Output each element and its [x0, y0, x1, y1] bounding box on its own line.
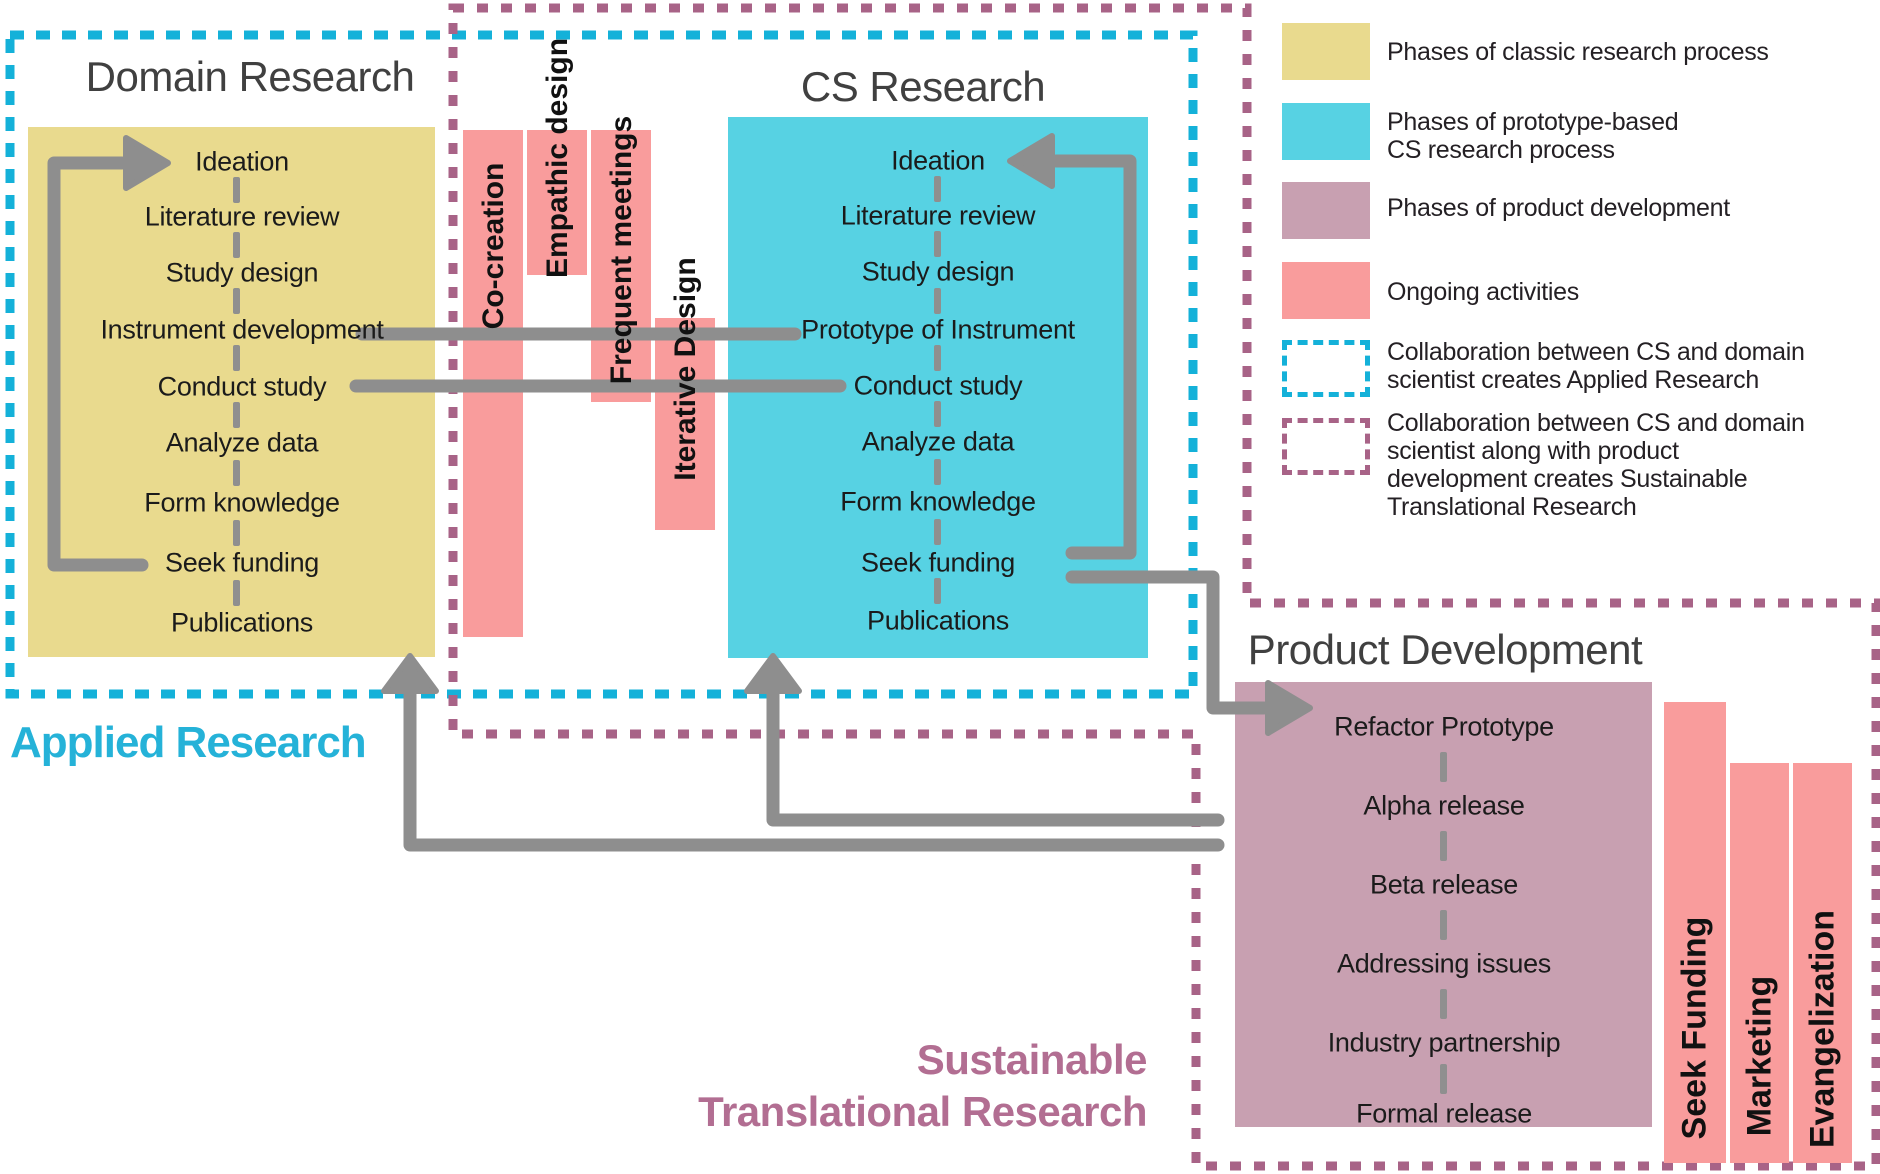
domain-phase: Form knowledge — [144, 487, 340, 518]
domain-loop-arrowhead-icon — [123, 135, 171, 191]
legend-label-sustainable-boundary: Collaboration between CS and domain scie… — [1387, 409, 1805, 521]
domain-phase: Literature review — [144, 201, 340, 232]
applied-research-boundary — [5, 30, 1198, 699]
legend-swatch-ongoing — [1282, 262, 1370, 319]
domain-phase: Conduct study — [157, 371, 327, 402]
cs-phase: Publications — [867, 605, 1009, 636]
legend-swatch-product — [1282, 182, 1370, 239]
legend-label-applied-boundary: Collaboration between CS and domain scie… — [1387, 338, 1805, 394]
feedback-to-cs-line — [766, 681, 1225, 827]
seek-funding-label: Seek Funding — [1675, 916, 1714, 1140]
domain-phase: Analyze data — [165, 427, 319, 458]
cs-phase: Literature review — [840, 200, 1036, 231]
domain-feedback-arrowhead-icon — [381, 653, 439, 694]
legend-label-product: Phases of product development — [1387, 194, 1730, 222]
sustainable-research-boundary — [448, 3, 1880, 1171]
sustainable-research-label: Sustainable Translational Research — [698, 1034, 1147, 1138]
sustainable-label-line2: Translational Research — [698, 1088, 1147, 1135]
cs-phase: Analyze data — [861, 426, 1015, 457]
domain-phase: Instrument development — [100, 314, 384, 345]
sustainable-label-line1: Sustainable — [916, 1036, 1148, 1083]
frequent-meetings-bar — [591, 130, 651, 402]
pd-phase: Addressing issues — [1336, 948, 1552, 979]
cs-phase: Seek funding — [860, 547, 1016, 578]
domain-research-title: Domain Research — [85, 53, 415, 100]
evangelization-bar — [1793, 763, 1852, 1163]
legend-label-classic: Phases of classic research process — [1387, 38, 1769, 66]
legend-label-ongoing: Ongoing activities — [1387, 278, 1579, 306]
applied-research-label: Applied Research — [10, 718, 367, 767]
evangelization-label: Evangelization — [1803, 909, 1842, 1149]
legend-label-cs: Phases of prototype-based CS research pr… — [1387, 108, 1679, 164]
pd-phase: Alpha release — [1363, 790, 1525, 821]
frequent-meetings-label: Frequent meetings — [605, 115, 638, 385]
domain-phase: Publications — [171, 607, 313, 638]
feedback-to-domain-line — [403, 681, 1225, 852]
cs-phase: Prototype of Instrument — [801, 314, 1075, 345]
marketing-label: Marketing — [1740, 975, 1779, 1137]
refactor-arrowhead-icon — [1265, 680, 1313, 736]
iterative-design-bar — [655, 318, 715, 530]
empathic-design-bar — [527, 130, 587, 275]
pd-phase: Industry partnership — [1327, 1027, 1561, 1058]
cs-loop-arrowhead-icon — [1007, 133, 1055, 189]
pd-phase: Beta release — [1370, 869, 1518, 900]
iterative-design-label: Iterative Design — [669, 257, 702, 481]
cs-phase: Conduct study — [853, 370, 1023, 401]
cs-phase: Study design — [861, 256, 1015, 287]
domain-phase: Ideation — [195, 146, 289, 177]
pd-phase: Formal release — [1356, 1098, 1532, 1129]
legend-swatch-classic — [1282, 23, 1370, 80]
empathic-design-label: Empathic design — [541, 37, 574, 279]
cs-phase: Form knowledge — [840, 486, 1036, 517]
cs-research-title: CS Research — [800, 63, 1046, 110]
cs-feedback-arrowhead-icon — [744, 653, 802, 694]
legend-swatch-cs — [1282, 103, 1370, 160]
seek-funding-to-product-arrow — [1065, 570, 1271, 715]
legend-swatch-applied-boundary — [1282, 340, 1370, 397]
cs-phase: Ideation — [891, 145, 985, 176]
product-development-title: Product Development — [1247, 626, 1643, 673]
domain-phase: Study design — [165, 257, 319, 288]
seek-funding-bar — [1664, 702, 1726, 1163]
legend-swatch-sustainable-boundary — [1282, 418, 1370, 475]
domain-loop-arrow — [47, 156, 149, 572]
cs-loop-arrow — [1049, 154, 1137, 560]
pd-phase: Refactor Prototype — [1334, 711, 1554, 742]
co-creation-label: Co-creation — [477, 162, 510, 330]
domain-phase: Seek funding — [164, 547, 320, 578]
marketing-bar — [1730, 763, 1789, 1163]
